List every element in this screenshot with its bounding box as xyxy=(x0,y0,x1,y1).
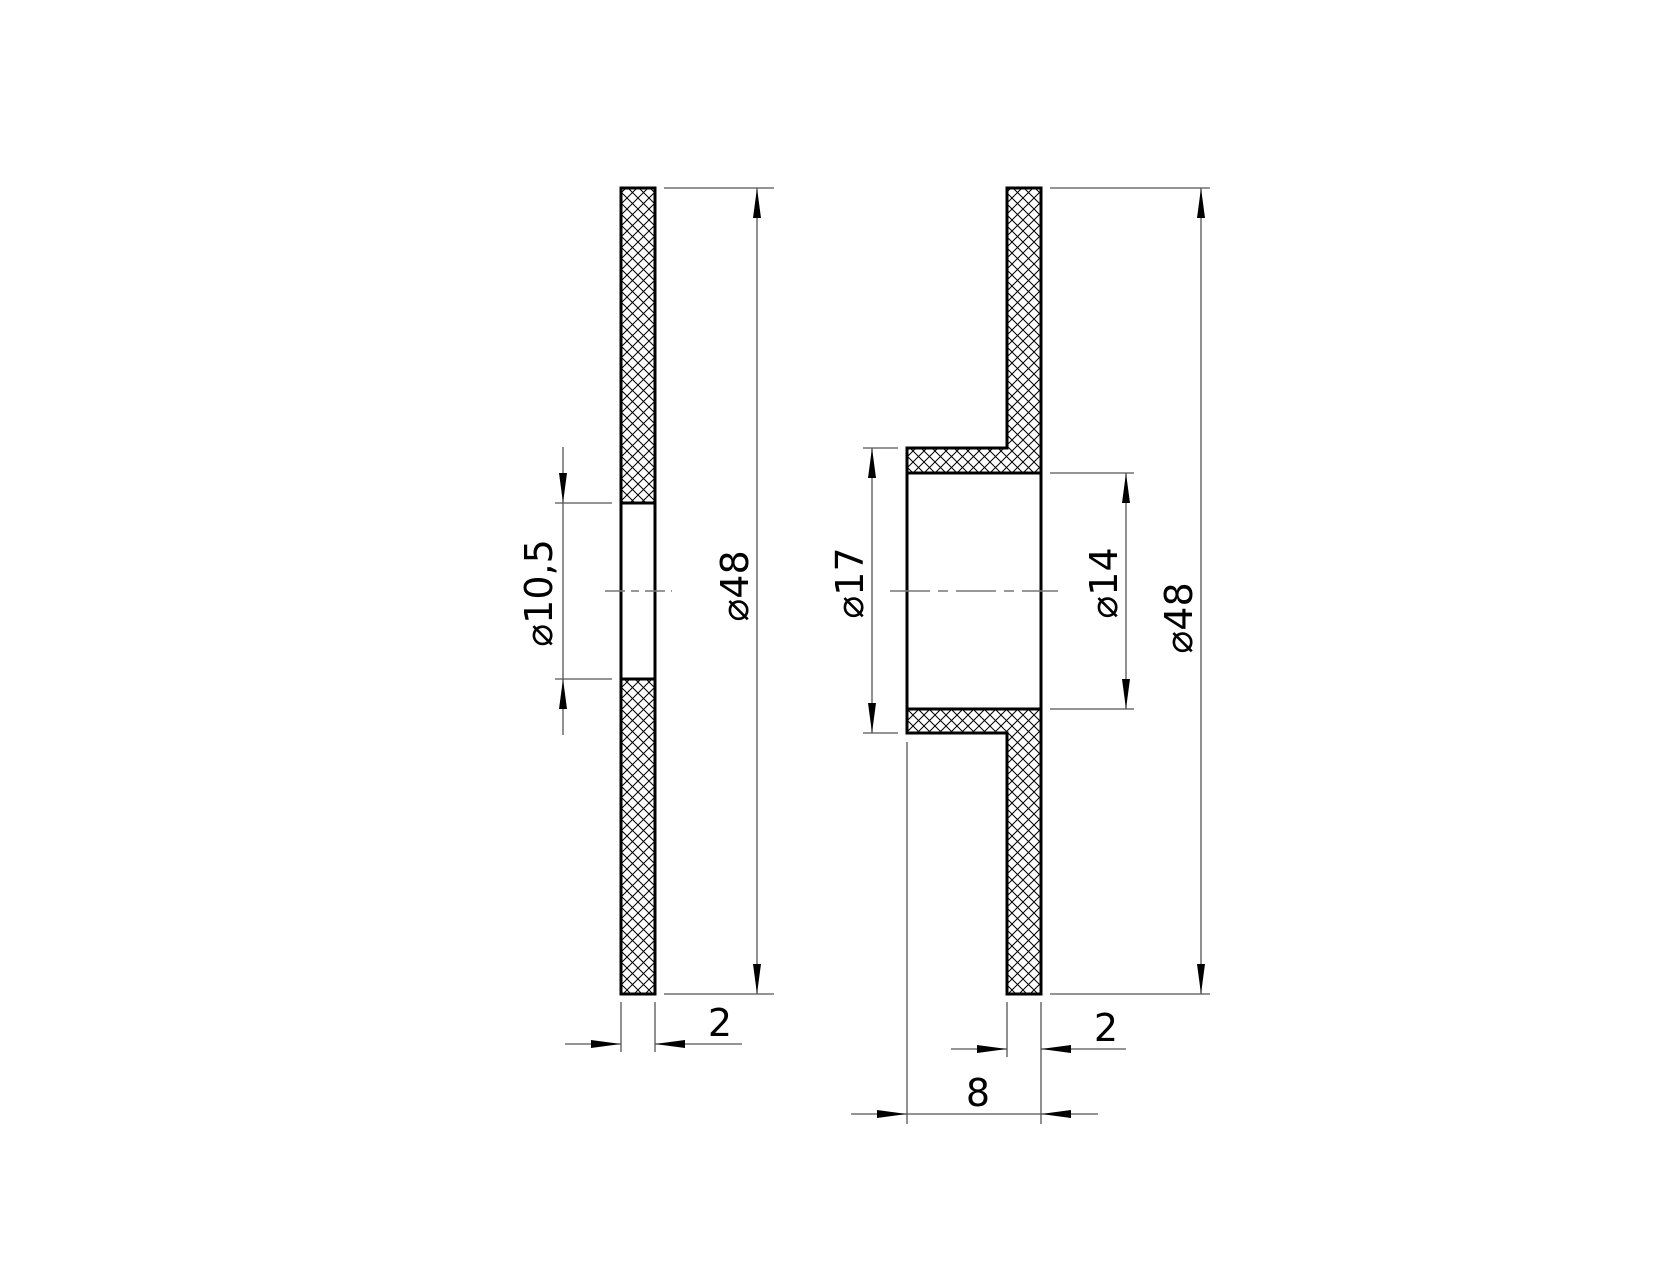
bushing-overall-length-dimension: 8 xyxy=(966,1071,990,1115)
washer-thickness-dimension: 2 xyxy=(708,1001,732,1045)
bushing-lower-section xyxy=(905,707,1043,996)
washer-lower-section xyxy=(619,677,657,996)
bushing-hub-dimension: ⌀17 xyxy=(828,547,872,618)
bushing-upper-section xyxy=(905,186,1043,475)
bushing-dimension-labels: ⌀17 ⌀14 ⌀48 2 8 xyxy=(828,547,1201,1115)
washer-dimensions xyxy=(555,187,774,1052)
washer-bore-dimension: ⌀10,5 xyxy=(517,539,561,647)
washer-upper-section xyxy=(619,186,657,505)
bushing-flange-thickness-dimension: 2 xyxy=(1094,1006,1118,1050)
washer-outer-dimension: ⌀48 xyxy=(713,550,757,621)
washer-section-view xyxy=(605,186,672,996)
bushing-outer-dimension: ⌀48 xyxy=(1157,582,1201,653)
washer-dimension-labels: ⌀10,5 ⌀48 2 xyxy=(517,539,757,1045)
bushing-dimensions xyxy=(851,187,1210,1124)
bushing-bore-dimension: ⌀14 xyxy=(1082,547,1126,618)
bushing-section-view xyxy=(890,186,1058,996)
